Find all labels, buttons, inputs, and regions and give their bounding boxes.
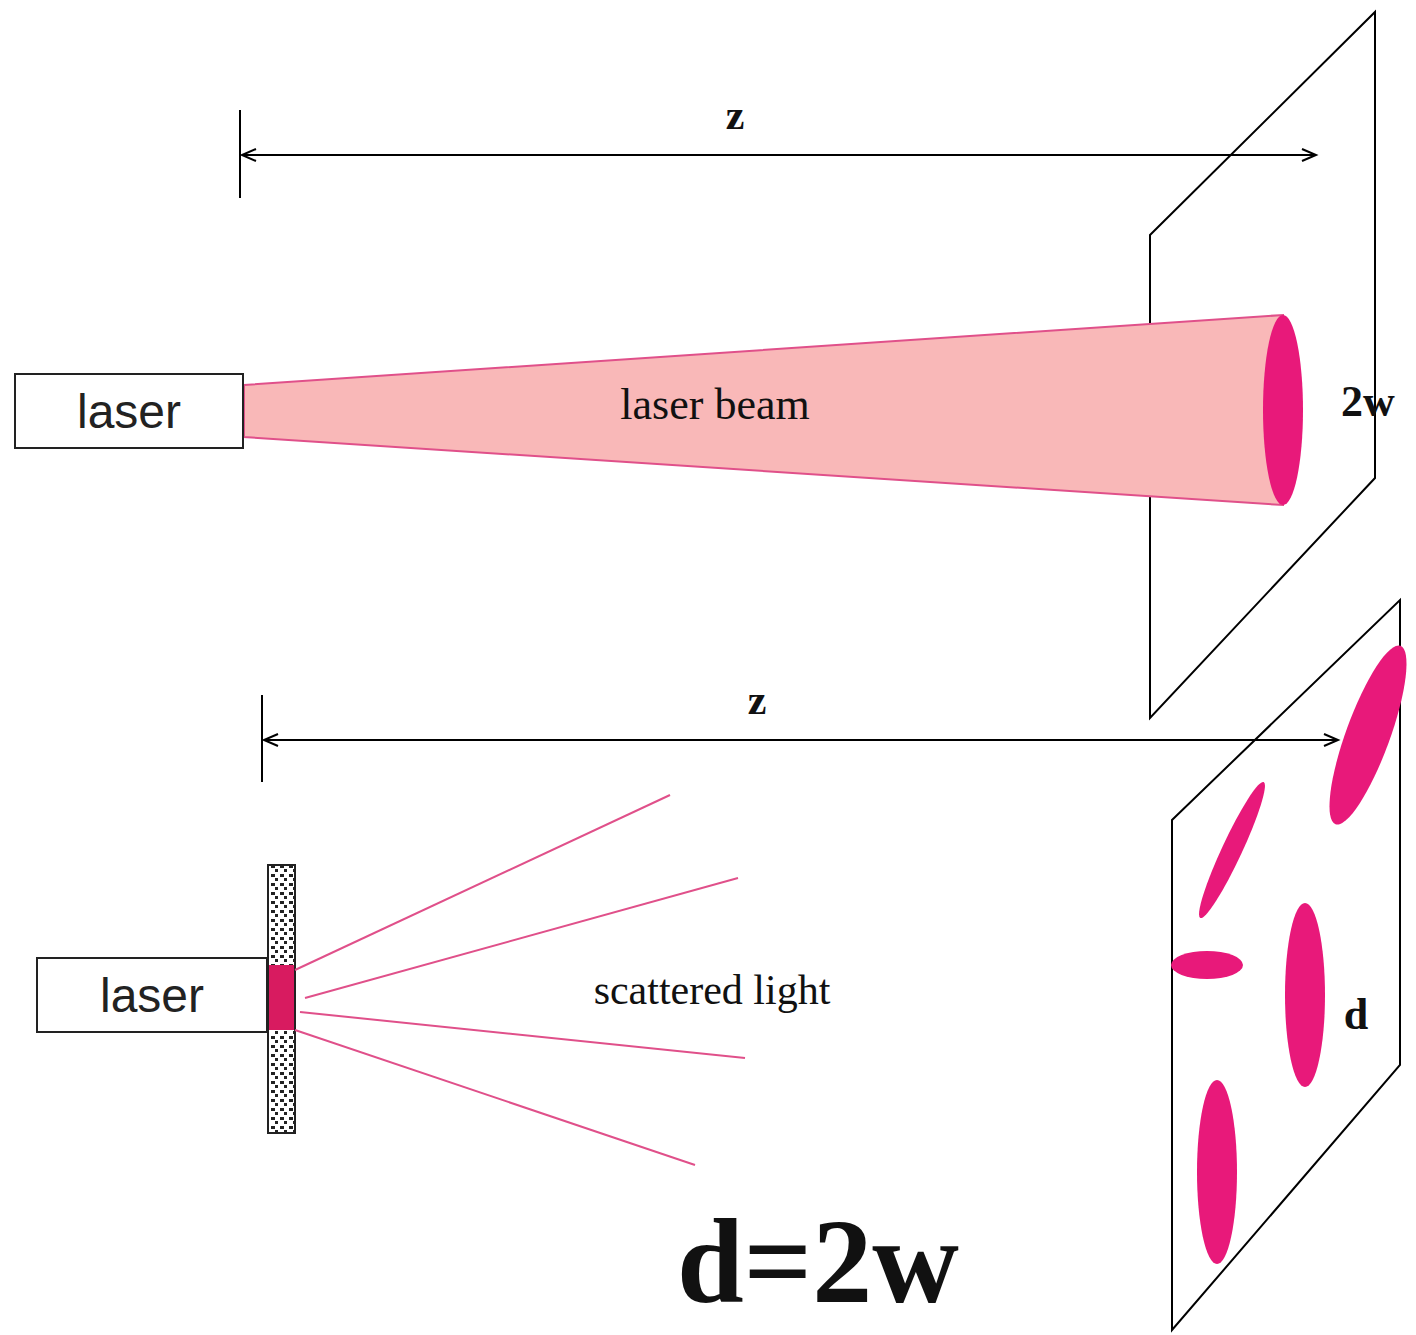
dimension-label: d=2w [677,1202,959,1322]
laser-label: laser [77,384,181,439]
dimension-label: d [1344,993,1368,1037]
laser-label: laser [100,968,204,1023]
laser-box: laser [14,373,244,449]
dimension-label: 2w [1341,380,1395,424]
dimension-label: scattered light [594,969,831,1011]
laser-box: laser [36,957,268,1033]
dimension-label: z [726,94,745,136]
dimension-label: laser beam [620,383,809,427]
dimension-label: z [748,679,767,721]
